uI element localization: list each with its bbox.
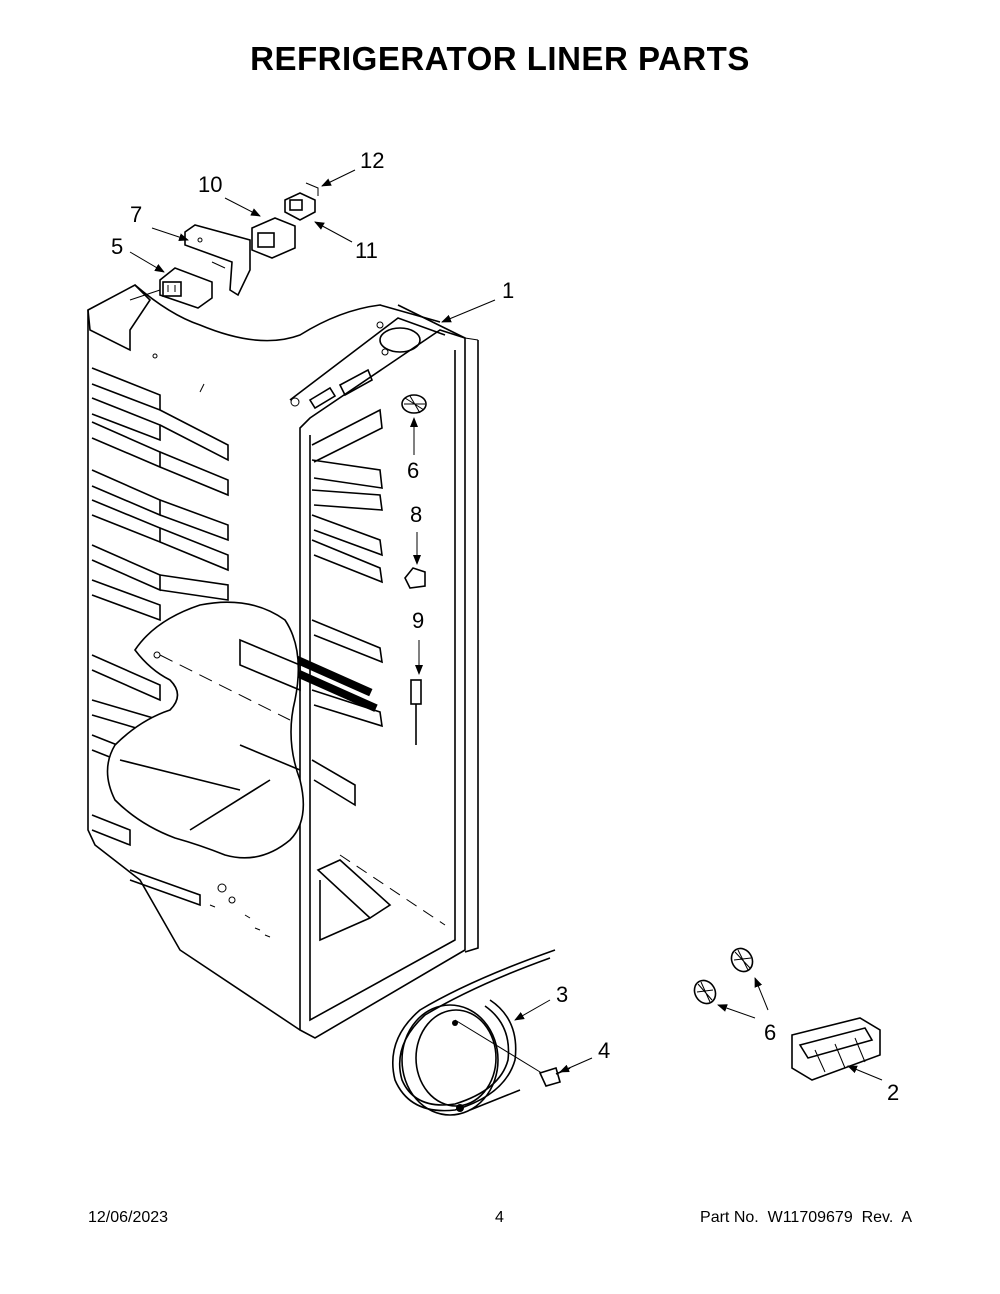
footer-part-number: Part No. W11709679 Rev. A [700,1209,912,1226]
callout-8: 8 [410,502,422,527]
callout-10: 10 [198,172,222,197]
page-title: REFRIGERATOR LINER PARTS [250,40,750,77]
callout-7: 7 [130,202,142,227]
callout-12: 12 [360,148,384,173]
callout-5: 5 [111,234,123,259]
part-10-switch [251,217,296,259]
callout-6-bottom: 6 [764,1020,776,1045]
refrigerator-liner [87,284,479,1039]
part-12-pin [305,182,319,196]
footer-date: 12/06/2023 [88,1209,169,1226]
part-11-clip [284,192,316,221]
part-9-thermistor [410,679,422,745]
part-6-caps-pair [693,947,754,1005]
part-6-cap [401,394,427,414]
callout-4: 4 [598,1038,610,1063]
callout-6-top: 6 [407,458,419,483]
leader-arrows [129,169,883,1081]
part-3-tubing [392,949,556,1116]
callout-1: 1 [502,278,514,303]
callout-3: 3 [556,982,568,1007]
callout-2: 2 [887,1080,899,1105]
callout-9: 9 [412,608,424,633]
part-7-bracket [184,224,251,297]
part-8-clip [404,567,426,589]
callout-11: 11 [355,238,378,263]
part-5-connector [129,267,213,309]
part-4-screw [538,1066,571,1087]
part-2-drain-trough [791,1017,881,1081]
footer-page-number: 4 [495,1209,504,1226]
side-rails [91,367,229,907]
